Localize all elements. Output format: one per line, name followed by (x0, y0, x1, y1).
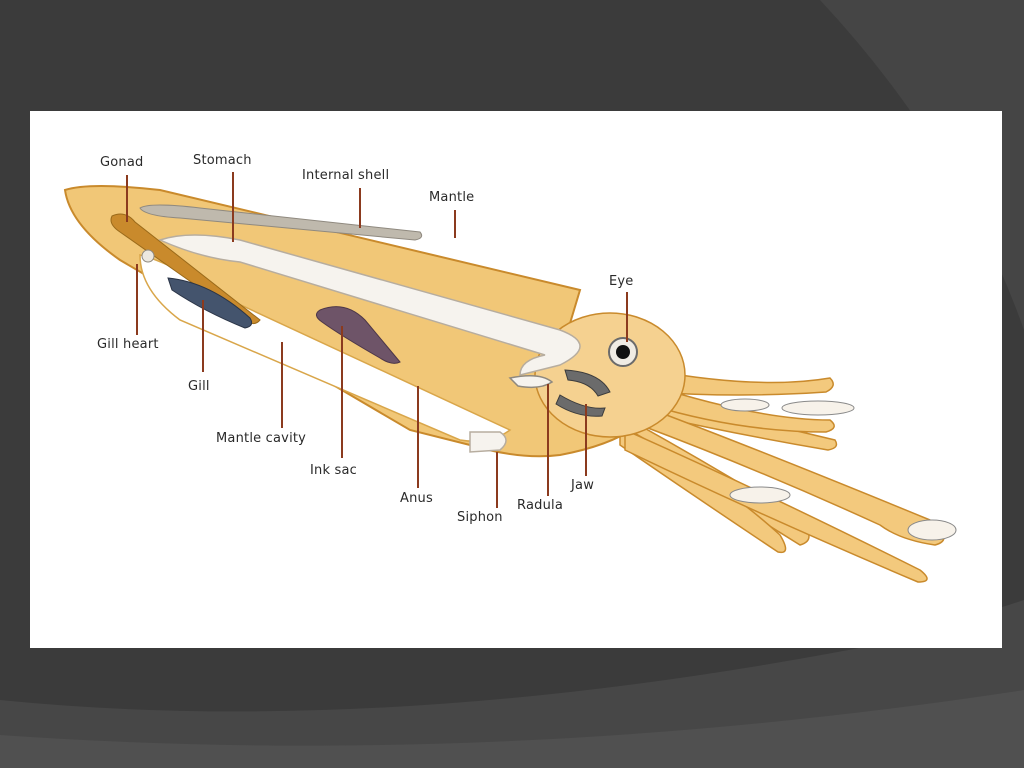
leader-lines (126, 172, 628, 508)
label-gill: Gill (188, 379, 210, 394)
gonad-shape (110, 213, 261, 325)
background-arc-bottom-inner (0, 690, 1024, 768)
label-jaw: Jaw (571, 478, 595, 493)
radula-shape (508, 375, 554, 389)
label-stomach: Stomach (193, 153, 252, 168)
tentacles (619, 369, 945, 583)
ink-sac-shape (316, 306, 401, 364)
label-radula: Radula (517, 498, 563, 513)
label-siphon: Siphon (457, 510, 503, 525)
digestive-tube (157, 234, 581, 376)
label-mantle-cavity: Mantle cavity (216, 431, 307, 446)
gill-heart-shape (141, 249, 155, 263)
tentacle-suckers (720, 398, 957, 541)
background-arc-top-right (820, 0, 1024, 330)
jaw-shape (555, 369, 611, 417)
siphon-shape (469, 431, 507, 453)
label-gonad: Gonad (100, 155, 144, 170)
label-ink-sac: Ink sac (310, 463, 358, 478)
internal-shell-shape (139, 204, 423, 241)
label-internal-shell: Internal shell (302, 168, 390, 183)
label-mantle: Mantle (429, 190, 475, 205)
label-gill-heart: Gill heart (97, 337, 159, 352)
squid-anatomy-diagram (63, 172, 957, 583)
diagram-panel: Gonad Stomach Internal shell Mantle Eye … (30, 111, 1002, 648)
label-eye: Eye (609, 274, 634, 289)
gill-shape (167, 277, 253, 329)
pupil-shape (616, 345, 630, 359)
label-anus: Anus (400, 491, 433, 506)
